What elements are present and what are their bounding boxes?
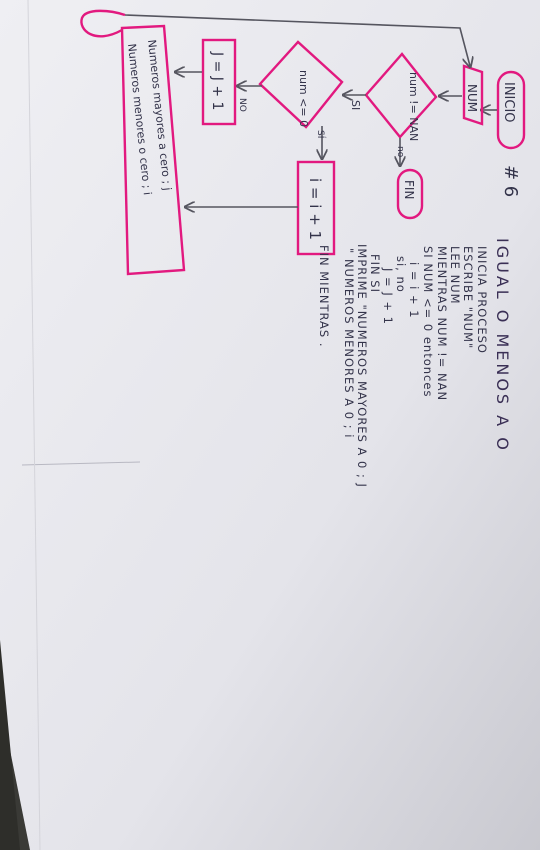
pseudocode-line: FIN SI [368,254,382,293]
process-i-label: i = i + 1 [306,178,324,240]
end-terminator [396,168,424,220]
page-title: # 6 [500,165,521,197]
start-label: INICIO [501,82,516,123]
input-parallelogram [462,64,484,126]
condition2-yes-label: SÍ [315,130,327,139]
page-edge-line [27,0,41,850]
process-j-box [201,38,237,126]
pseudocode-line: IMPRIME "NUMEROS MAYORES A 0 ; J [355,244,369,488]
process-i-box [296,160,336,256]
pseudocode-line: FIN MIENTRAS . [317,245,331,347]
pseudocode-line: si, no [394,256,408,293]
condition2-diamond [258,40,344,129]
loop-back-curve [80,9,126,38]
page-heading: IGUAL O MENOS A O [493,238,512,453]
flowchart: INICIO NUM num != NAN no FIN SI num <= 0… [80,9,526,276]
pseudocode-line: ESCRIBE "NUM" [461,246,475,349]
pseudocode-line: INICIA PROCESO [475,246,489,354]
page-crease [21,461,141,466]
condition1-label: num != NAN [407,72,420,141]
condition2-no-label: NO [237,98,247,112]
input-label: NUM [465,84,479,112]
process-j-label: J = J + 1 [209,51,225,110]
pseudocode-line: LEE NUM [448,246,462,305]
pseudocode-line: i = i + 1 [407,262,421,319]
pseudocode-line: MIENTRAS NUM != NAN [435,246,449,401]
pseudocode-line: SI NUM <= 0 entonces [421,246,435,397]
pseudocode-line: " NUMEROS MENORES A 0 ; i [342,248,356,438]
condition1-no-label: no [395,146,405,158]
pseudocode-line: J = J + 1 [381,267,395,325]
output-box [120,24,186,276]
condition1-yes-label: SI [349,100,362,110]
condition2-label: num <= 0 [297,70,310,127]
start-terminator [496,70,526,150]
notes: # 6 IGUAL O MENOS A O INICIA PROCESOESCR… [317,165,521,488]
end-label: FIN [402,180,416,199]
loop-return-line [124,14,470,66]
page-shadow [0,640,20,850]
